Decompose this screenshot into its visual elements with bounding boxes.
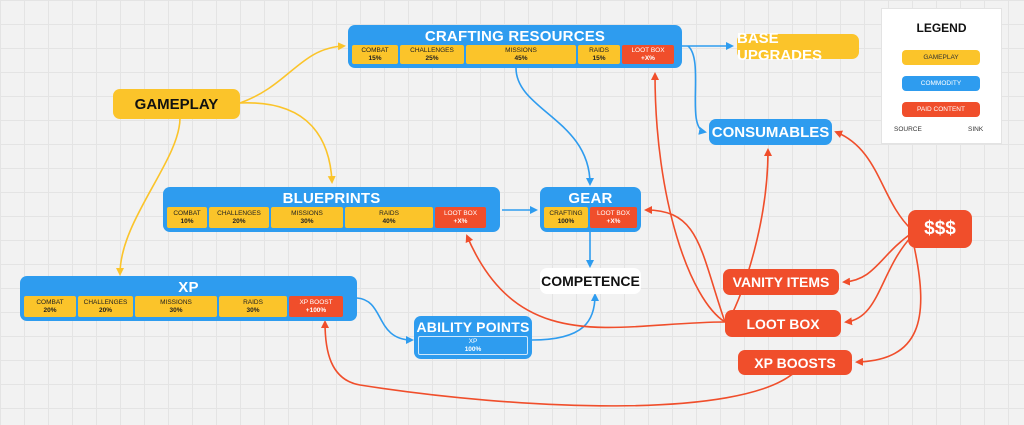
legend: LEGEND GAMEPLAY COMMODITY PAID CONTENT S…	[881, 8, 1002, 144]
xp-title: XP	[178, 279, 199, 296]
arrow-gameplay-xp	[116, 117, 181, 276]
arrow-money-consumables	[834, 130, 913, 231]
ability-points-title: ABILITY POINTS	[416, 319, 530, 335]
arrow-lootbox-blueprints	[465, 234, 726, 329]
arrow-crafting-consumables	[687, 45, 707, 135]
arrow-crafting-gear	[515, 67, 594, 186]
legend-source-label: SOURCE	[894, 126, 922, 133]
arrow-money-xpboosts	[855, 245, 922, 366]
base-upgrades-node: BASE UPGRADES	[737, 30, 859, 64]
arrow-lootbox-gear	[644, 206, 726, 323]
competence-node: COMPETENCE	[540, 268, 641, 294]
arrow-money-lootbox	[844, 235, 913, 326]
money-node: $$$	[908, 210, 972, 248]
arrow-xp-abilitypoints	[356, 297, 414, 344]
vanity-items-node: VANITY ITEMS	[723, 269, 839, 295]
legend-commodity-swatch: COMMODITY	[902, 76, 980, 91]
arrow-lootbox-crafting	[651, 72, 726, 323]
blueprints-title: BLUEPRINTS	[282, 190, 381, 207]
consumables-node: CONSUMABLES	[709, 119, 832, 145]
legend-sink-label: SINK	[968, 126, 984, 133]
gameplay-node: GAMEPLAY	[113, 89, 240, 119]
crafting-cell-lootbox: LOOT BOX+X%	[622, 45, 674, 64]
arrow-gameplay-blueprints	[239, 102, 336, 184]
blueprints-cell-lootbox: LOOT BOX+X%	[435, 207, 486, 228]
legend-gameplay-swatch: GAMEPLAY	[902, 50, 980, 65]
legend-paid-content-swatch: PAID CONTENT	[902, 102, 980, 117]
gear-title: GEAR	[568, 190, 613, 207]
gear-cell-lootbox: LOOT BOX+X%	[590, 207, 637, 228]
legend-title: LEGEND	[916, 21, 967, 35]
xp-cell-xpboost: XP BOOST+100%	[289, 296, 343, 317]
arrow-abilitypoints-competence	[531, 293, 599, 341]
arrow-xpboosts-xp	[321, 320, 796, 407]
arrow-gameplay-crafting	[239, 42, 346, 104]
xp-boosts-node: XP BOOSTS	[738, 350, 852, 375]
loot-box-node: LOOT BOX	[725, 310, 841, 337]
arrow-lootbox-consumables	[727, 148, 772, 323]
crafting-resources-title: CRAFTING RESOURCES	[424, 28, 606, 45]
arrow-money-vanity	[842, 232, 913, 286]
